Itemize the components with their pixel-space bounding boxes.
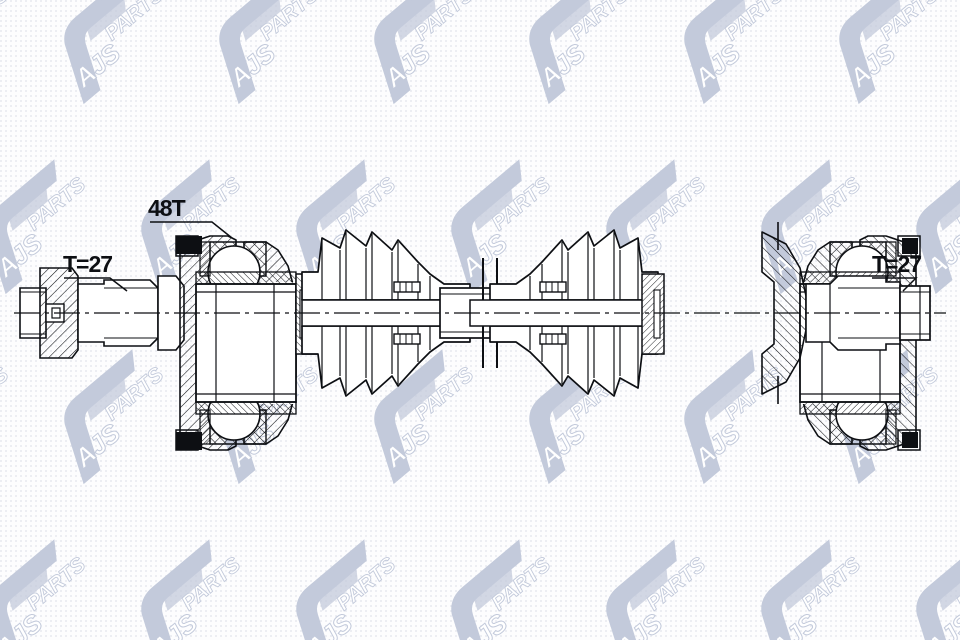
abs-tone-ring bbox=[176, 236, 202, 450]
leader-left-spline bbox=[64, 277, 128, 292]
left-cv-joint-assembly bbox=[175, 235, 297, 451]
right-rubber-boot bbox=[469, 229, 659, 397]
label-abs-ring: 48T bbox=[148, 195, 186, 221]
right-shaft-taper bbox=[805, 275, 901, 351]
leader-abs-ring bbox=[150, 221, 233, 239]
leader-right-spline bbox=[872, 277, 918, 292]
label-right-spline: T=27 bbox=[872, 251, 921, 277]
right-boot-large-clamp bbox=[641, 273, 665, 355]
callout-leaders bbox=[64, 221, 918, 292]
label-left-spline: T=27 bbox=[63, 251, 112, 277]
right-boot-small-clamp bbox=[539, 281, 567, 345]
left-boot-small-clamp bbox=[393, 281, 421, 345]
